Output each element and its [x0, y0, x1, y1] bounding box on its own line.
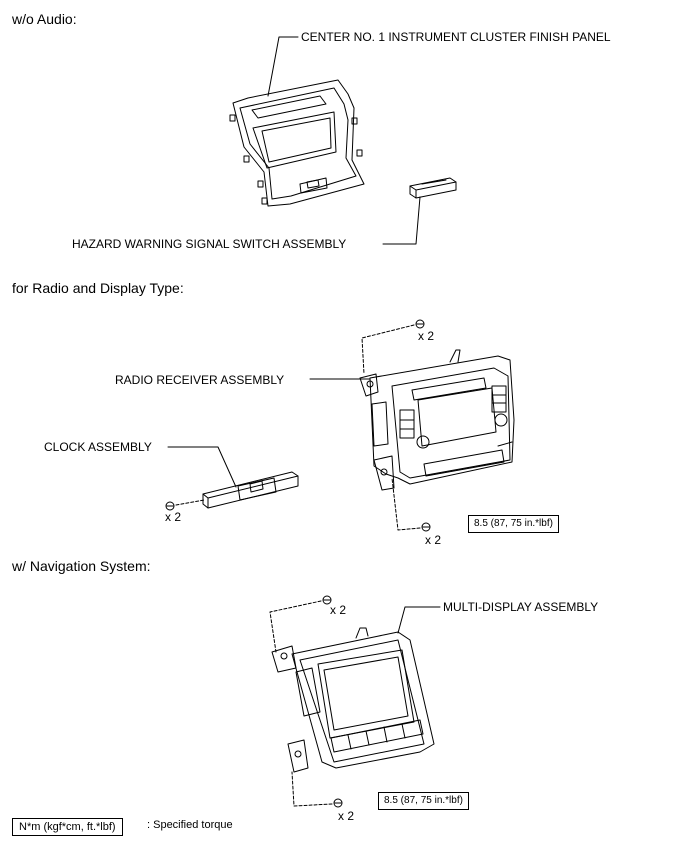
radio-dashed-lines — [175, 324, 421, 531]
section-header-navigation: w/ Navigation System: — [12, 558, 151, 574]
nav-screws — [322, 595, 343, 808]
label-radio-receiver: RADIO RECEIVER ASSEMBLY — [115, 373, 285, 387]
radio-receiver-drawing — [359, 349, 515, 491]
qty-radio-bottom: x 2 — [425, 533, 442, 547]
radio-screws — [165, 319, 431, 532]
multi-display-drawing — [271, 627, 435, 773]
label-center-panel: CENTER NO. 1 INSTRUMENT CLUSTER FINISH P… — [301, 30, 611, 44]
torque-box-nav: 8.5 (87, 75 in.*lbf) — [378, 792, 469, 810]
qty-nav-top: x 2 — [330, 603, 347, 617]
center-finish-panel-drawing — [229, 79, 365, 207]
nav-dashed-lines — [269, 600, 333, 807]
section-header-wo-audio: w/o Audio: — [12, 11, 77, 27]
qty-nav-bottom: x 2 — [338, 809, 355, 823]
section-header-radio-display: for Radio and Display Type: — [12, 280, 184, 296]
qty-clock: x 2 — [165, 510, 182, 524]
leader-lines — [167, 36, 441, 634]
legend-torque-box: N*m (kgf*cm, ft.*lbf) — [12, 818, 123, 836]
label-clock: CLOCK ASSEMBLY — [44, 440, 152, 454]
qty-radio-top: x 2 — [418, 329, 435, 343]
clock-drawing — [202, 471, 299, 509]
label-hazard-switch: HAZARD WARNING SIGNAL SWITCH ASSEMBLY — [72, 237, 347, 251]
hazard-switch-drawing — [409, 177, 457, 199]
legend-text: : Specified torque — [147, 819, 233, 831]
torque-box-radio: 8.5 (87, 75 in.*lbf) — [468, 515, 559, 533]
label-multi-display: MULTI-DISPLAY ASSEMBLY — [443, 600, 599, 614]
